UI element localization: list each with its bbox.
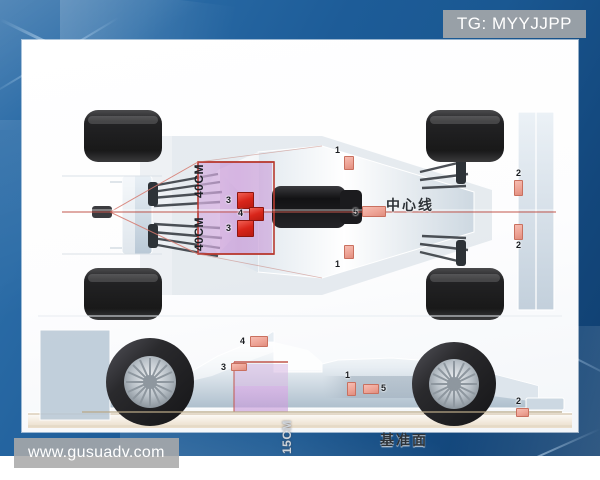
marker-swatch [231,363,247,371]
top-view-group [62,110,556,320]
center-line-label: 中心线 [386,198,434,214]
website-watermark: www.gusuadv.com [14,438,179,468]
marker-swatch [514,180,523,196]
wheel-rear-side [106,338,194,426]
marker-swatch [362,206,386,217]
marker-number: 2 [516,396,522,406]
marker-swatch [344,156,354,170]
tyre-rear-left [426,110,504,162]
marker-swatch [516,408,529,417]
marker-swatch [250,336,268,347]
marker-swatch [237,220,254,237]
marker-number: 5 [381,383,387,393]
dimension-label-15cm: 15CM [280,419,295,455]
cockpit-top [272,186,346,228]
marker-number: 1 [335,259,341,269]
marker-number: 3 [226,223,232,233]
marker-swatch [347,382,356,396]
side-view-group [28,329,572,428]
telegram-watermark: TG: MYYJJPP [442,10,586,38]
marker-number: 5 [353,207,359,217]
tyre-front-left [84,110,162,162]
marker-swatch [363,384,379,394]
marker-swatch [514,224,523,240]
f1-car-technical-diagram [28,110,572,428]
dimension-label-40cm-upper: 40CM [192,163,207,199]
marker-swatch [237,192,254,209]
wheel-front-side [412,342,496,426]
tyre-rear-right [426,268,504,320]
marker-number: 2 [516,168,522,178]
marker-number: 3 [226,195,232,205]
marker-number: 4 [238,208,244,218]
marker-number: 3 [221,362,227,372]
dimension-label-40cm-lower: 40CM [192,216,207,252]
base-plane-label: 基准面 [380,433,428,449]
marker-swatch [344,245,354,259]
marker-number: 4 [240,336,246,346]
marker-number: 2 [516,240,522,250]
tyre-front-right [84,268,162,320]
marker-swatch [249,207,264,221]
overlay-15cm-zone [234,386,288,412]
marker-number: 1 [345,370,351,380]
rear-wing-side [39,329,111,421]
frame-facet-streak [426,428,600,456]
marker-number: 1 [335,145,341,155]
